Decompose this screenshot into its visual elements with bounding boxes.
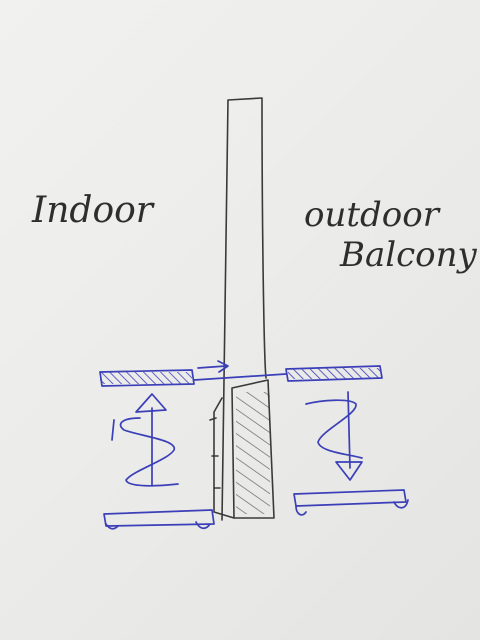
indoor-airflow-up-arrow [111,393,179,487]
outdoor-bottom-rail [293,489,409,516]
indoor-label: Indoor [31,190,155,231]
door-block [209,379,275,519]
indoor-top-rail [99,369,195,387]
indoor-bottom-rail [103,509,215,530]
vertical-wall-panel [221,97,267,521]
connector-arrow [193,360,287,381]
outdoor-label: outdoor [304,195,441,235]
outdoor-top-rail [285,365,383,382]
outdoor-airflow-down-arrow [305,391,363,481]
balcony-label: Balcony [339,235,478,275]
